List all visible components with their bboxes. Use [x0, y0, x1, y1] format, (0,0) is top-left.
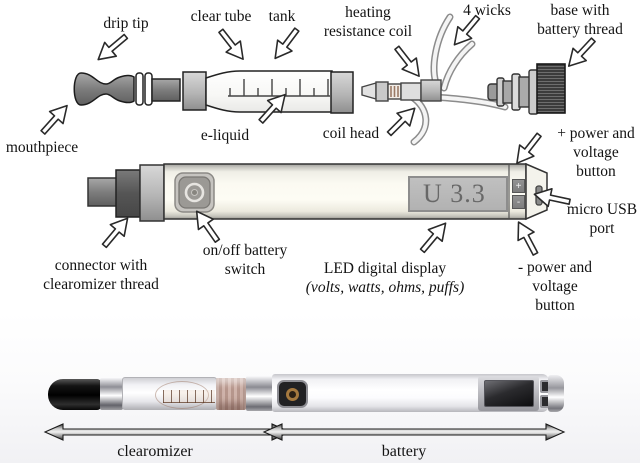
power-dot-icon [191, 189, 198, 196]
label-mouthpiece: mouthpiece [5, 139, 79, 156]
label-line: port [589, 220, 615, 237]
label-clear-tube: clear tube [190, 8, 252, 25]
label-plus-power-button: + power and voltage button [557, 124, 635, 181]
label-line: + power and [557, 125, 635, 142]
photo-display-screen [484, 380, 534, 407]
label-line: voltage [532, 278, 578, 295]
o-ring [144, 72, 153, 106]
label-battery-span: battery [381, 443, 427, 460]
plus-voltage-button[interactable]: + [512, 179, 525, 193]
drip-tip-stem [151, 78, 181, 102]
battery-top-cap [139, 164, 165, 222]
photo-drip-tip [48, 379, 102, 410]
display-value: U 3.3 [423, 179, 486, 208]
label-line: clearomizer thread [43, 276, 159, 293]
label-line: - power and [517, 259, 593, 276]
connector-tip [87, 177, 118, 207]
heating-coil-windings [390, 86, 399, 97]
label-line: connector with [54, 257, 148, 274]
label-line: micro USB [566, 201, 638, 218]
connector-thread [115, 169, 141, 218]
label-line: resistance coil [323, 23, 413, 40]
clearomizer-span-arrow [43, 423, 292, 441]
battery-span-arrow [262, 423, 566, 441]
label-minus-power-button: - power and voltage button [518, 258, 592, 315]
label-drip-tip: drip tip [103, 15, 149, 32]
label-heating-resistance-coil: heating resistance coil [324, 3, 412, 41]
label-line: LED digital display [323, 260, 447, 277]
label-e-liquid: e-liquid [200, 127, 250, 144]
label-line: button [535, 297, 575, 314]
label-base-with-battery-thread: base with battery thread [537, 1, 623, 39]
photo-chrome-ring [100, 378, 123, 410]
tank-scale [228, 79, 330, 97]
clear-tube-part [182, 70, 354, 114]
power-ring-icon [184, 182, 205, 203]
photo-tank-scale [163, 390, 215, 403]
label-line: button [576, 163, 616, 180]
label-line: battery thread [537, 21, 623, 38]
photo-chrome-cone [246, 376, 273, 411]
label-four-wicks: 4 wicks [463, 2, 511, 19]
label-on-off-switch: on/off battery switch [203, 241, 288, 279]
minus-voltage-button[interactable]: - [512, 195, 525, 209]
photo-glass-tank [122, 377, 217, 410]
label-led-display: LED digital display (volts, watts, ohms,… [306, 259, 464, 297]
label-connector: connector with clearomizer thread [43, 256, 159, 294]
label-micro-usb-port: micro USB port [567, 200, 637, 238]
base-part [487, 63, 566, 115]
tank-end-cap [330, 71, 354, 114]
label-line: voltage [573, 144, 619, 161]
label-line: base with [550, 2, 610, 19]
label-line: switch [224, 261, 266, 278]
photo-power-button [277, 380, 308, 408]
label-line: (volts, watts, ohms, puffs) [305, 279, 465, 296]
label-tank: tank [268, 8, 296, 25]
label-coil-head: coil head [322, 125, 380, 142]
span-arrows [43, 423, 566, 441]
photo-end-cap [548, 375, 564, 412]
label-line: heating [345, 4, 391, 21]
photo-thread-section [216, 378, 246, 410]
battery-thread-knurl [536, 63, 566, 114]
coil-head-part [361, 79, 442, 102]
label-line: on/off battery [202, 242, 288, 259]
on-off-switch[interactable] [174, 172, 215, 213]
o-ring [135, 72, 144, 106]
led-digital-display: U 3.3 [408, 176, 508, 212]
drip-tip-part [73, 72, 181, 106]
photo-power-ring-icon [286, 387, 299, 401]
label-clearomizer-span: clearomizer [117, 443, 193, 460]
